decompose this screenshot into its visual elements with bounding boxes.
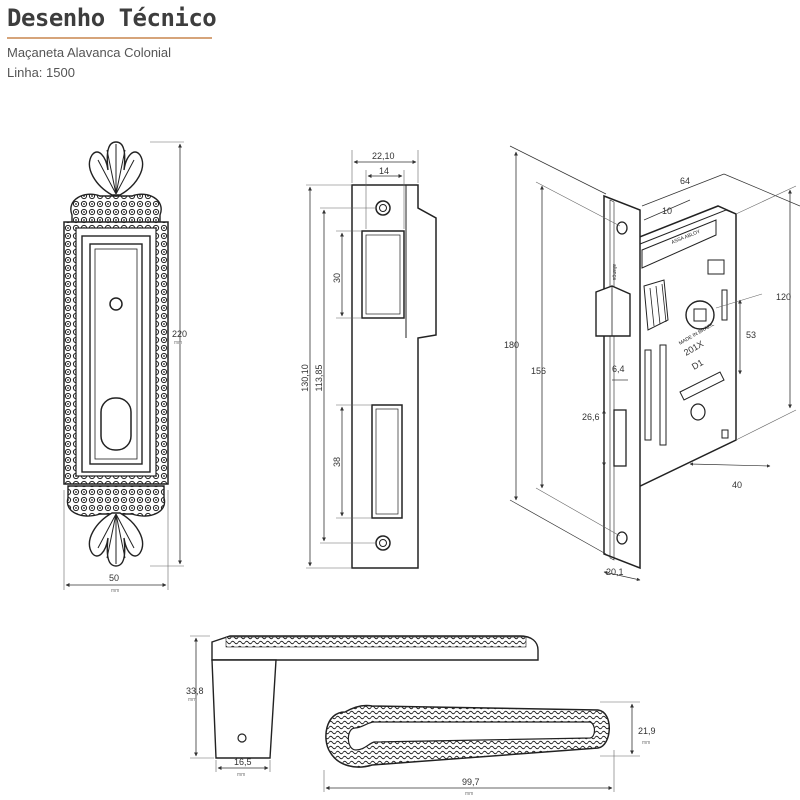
- strike-plate: 22,10 14 30 38 130,10 113,85: [300, 150, 437, 569]
- bolt-height-label: 26,6: [582, 412, 600, 422]
- case-depth-label: 40: [732, 480, 742, 490]
- strike-width-total-label: 22,10: [372, 151, 395, 161]
- top-fan-ornament: [70, 141, 162, 229]
- variant-marking: D1: [690, 357, 705, 371]
- faceplate-width-label: 20,1: [606, 567, 624, 577]
- lever-length-label: 99,7: [462, 777, 480, 787]
- lever-neck-label: 16,5: [234, 757, 252, 767]
- lever-height-label: 33,8: [186, 686, 204, 696]
- lever-side-view: 33,8 mm 16,5 mm: [186, 635, 539, 778]
- product-line: Linha: 1500: [7, 65, 75, 80]
- escutcheon-height-label: 220: [172, 329, 187, 339]
- faceplate-marking: aliança: [611, 264, 617, 280]
- strike-height-inner-label: 113,85: [314, 365, 324, 392]
- unit-label: mm: [237, 772, 245, 778]
- front-height-label: 180: [504, 340, 519, 350]
- center-distance-label: 53: [746, 330, 756, 340]
- cylinder-hole: [690, 403, 706, 421]
- slot-bottom-label: 38: [332, 457, 342, 467]
- escutcheon-width-label: 50: [109, 573, 119, 583]
- escutcheon-plate: 220 mm 50 mm: [63, 141, 187, 594]
- unit-label: mm: [111, 588, 119, 594]
- depth-label: 64: [680, 176, 690, 186]
- spindle-hole: [109, 297, 123, 311]
- page-title: Desenho Técnico: [7, 4, 217, 32]
- faceplate: [603, 194, 641, 570]
- strike-height-outer-label: 130,10: [300, 364, 310, 392]
- bolt-slot: [371, 404, 403, 519]
- unit-label: mm: [642, 740, 650, 746]
- deadbolt: [613, 409, 627, 467]
- mortise-lock-body: ASSA ABLOY aliança MADE IN BRAZIL 201X D…: [504, 145, 800, 582]
- title-underline: [7, 37, 212, 39]
- latch-slot: [361, 230, 405, 319]
- unit-label: mm: [174, 340, 182, 346]
- unit-label: mm: [188, 697, 196, 703]
- latch-bolt: [595, 285, 631, 337]
- strike-width-inner-label: 14: [379, 166, 389, 176]
- bolt-width-label: 6,4: [612, 364, 625, 374]
- unit-label: mm: [465, 791, 473, 797]
- backset-label: 10: [662, 206, 672, 216]
- case-height-label: 120: [776, 292, 791, 302]
- height-156-label: 156: [531, 366, 546, 376]
- product-name: Maçaneta Alavanca Colonial: [7, 45, 172, 60]
- bottom-fan-ornament: [66, 485, 166, 567]
- lever-thickness-label: 21,9: [638, 726, 656, 736]
- lever-top-view: 21,9 mm 99,7 mm: [323, 701, 656, 797]
- slot-top-label: 30: [332, 273, 342, 283]
- key-hole: [100, 397, 132, 451]
